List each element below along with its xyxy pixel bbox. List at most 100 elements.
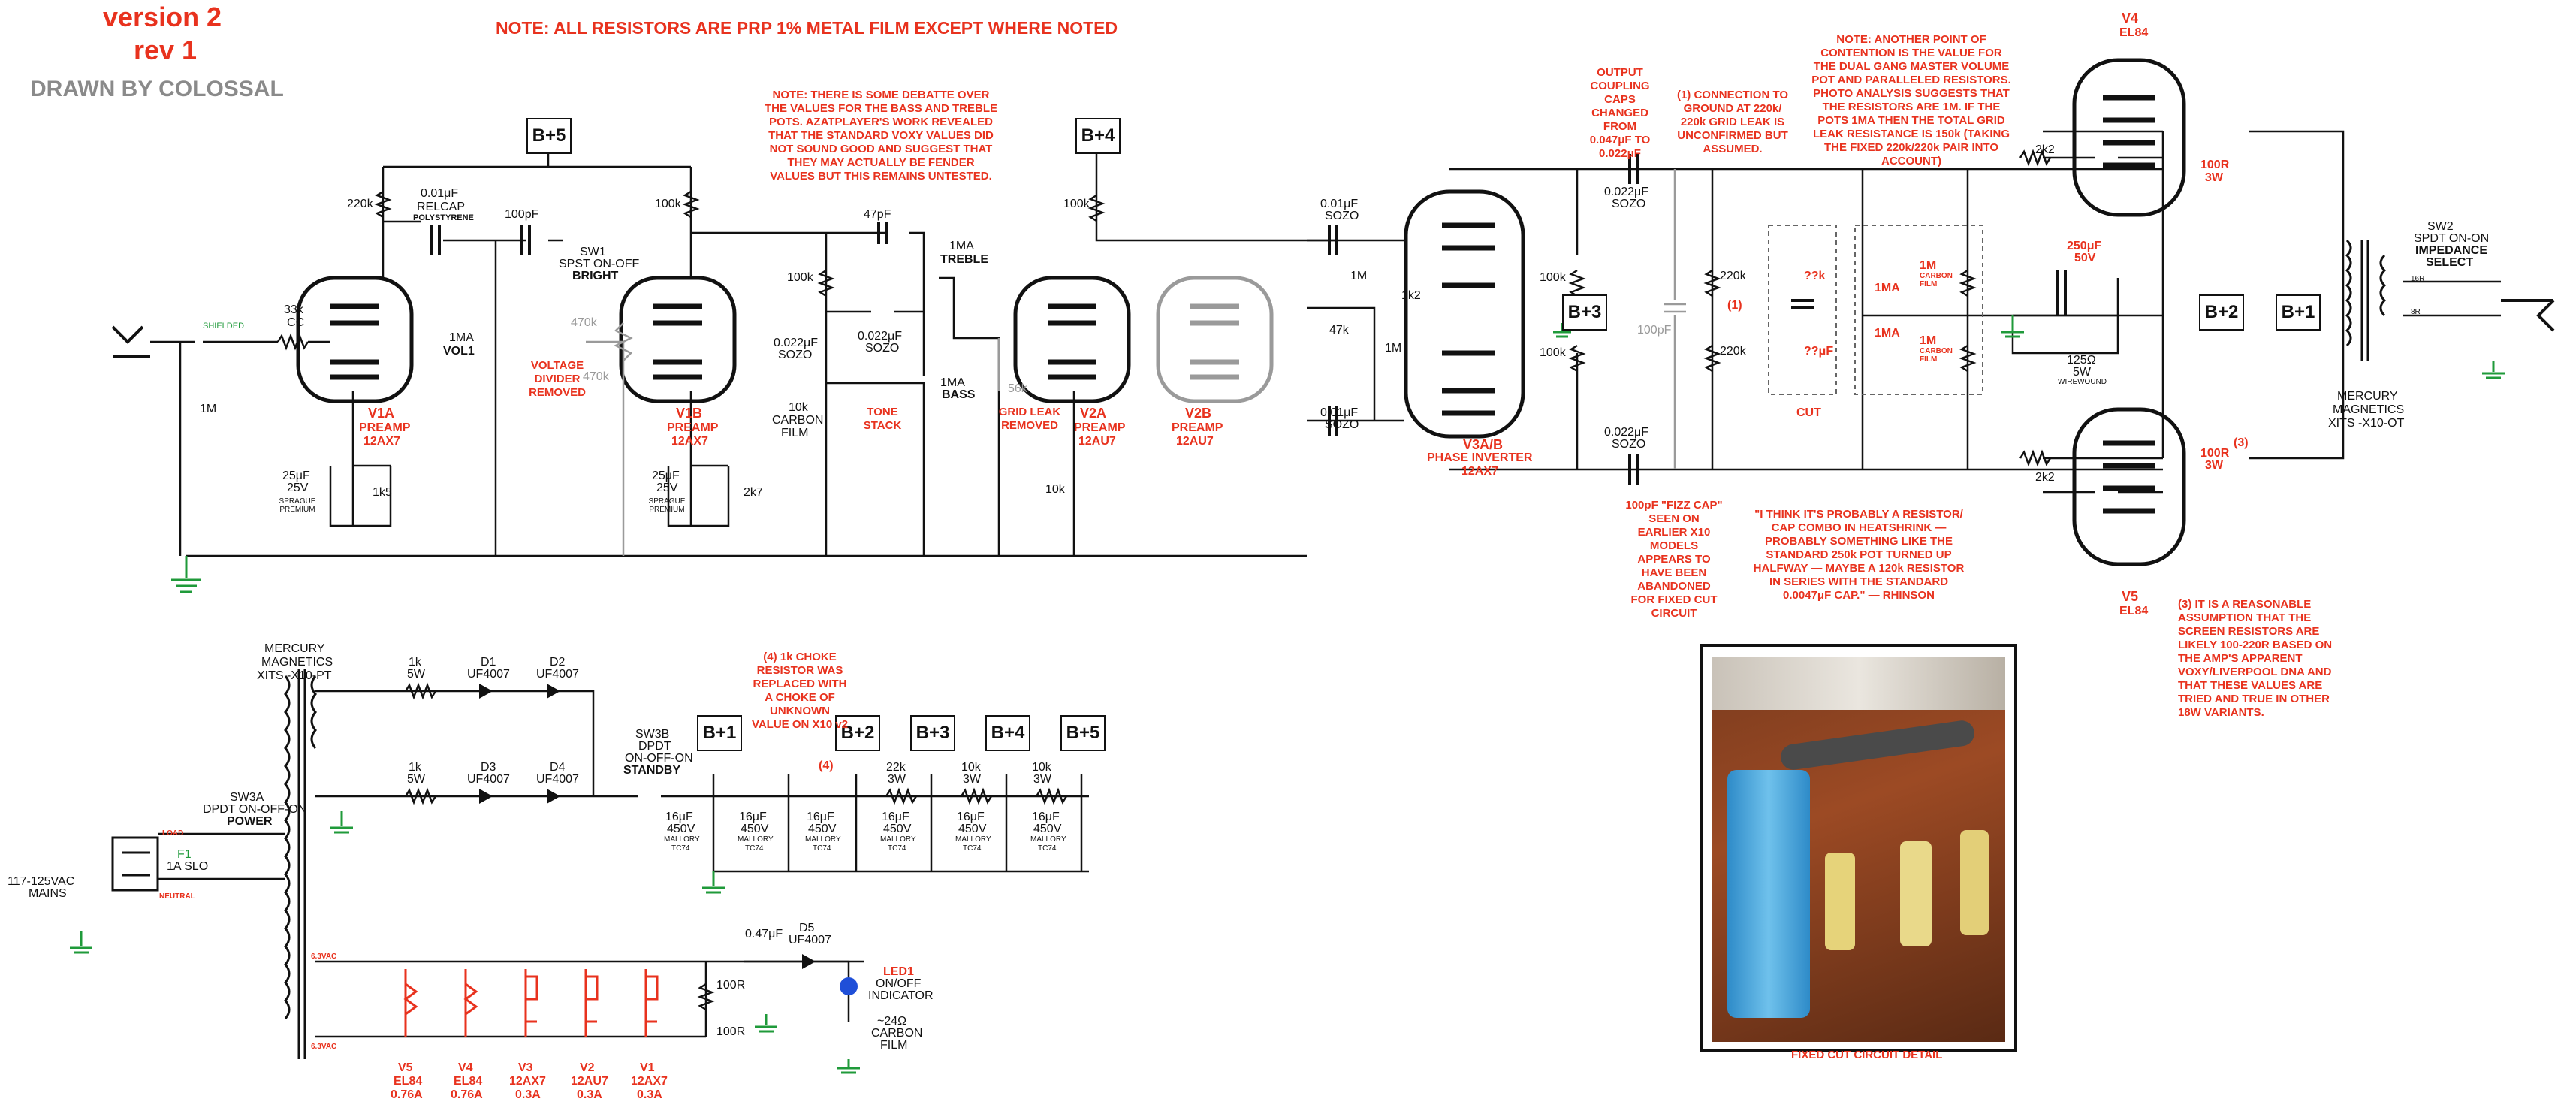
psu-b2-box: B+2 [835, 715, 880, 751]
r220k-gl-a: 220k [1720, 270, 1746, 282]
v2a-role: PREAMP [1074, 421, 1126, 434]
c25uf-v1b: 25μF [652, 469, 680, 482]
fc2-val: 16μF [739, 811, 767, 823]
psu-b4-box: B+4 [985, 715, 1030, 751]
r1m-cf-b: 1M [1920, 334, 1937, 347]
r100k-tone: 100k [787, 271, 813, 284]
bass-value: 1MA [940, 376, 965, 389]
photo-caption: FIXED CUT CIRCUIT DETAIL [1791, 1049, 1943, 1061]
r2k2-v4: 2k2 [2035, 143, 2055, 156]
c0022-out-b: 0.022μF [1604, 426, 1649, 439]
r100k-label: 100k [655, 198, 681, 210]
vol1-value: 1MA [449, 331, 474, 344]
fc1-volt: 450V [667, 823, 695, 835]
ot-label-3: XITS -X10-OT [2328, 417, 2405, 430]
f1-label: F1 [177, 848, 192, 861]
wire-mains [158, 832, 285, 880]
load-label: LOAD [162, 829, 184, 838]
v1b-envelope [619, 276, 737, 403]
w3-22k: 3W [888, 773, 906, 786]
carbon-film-a: CARBON FILM [1920, 272, 1953, 288]
c001-a: 0.01μF [1320, 198, 1359, 210]
rail-b2-box: B+2 [2199, 294, 2244, 331]
drawn-by-label: DRAWN BY COLOSSAL [30, 77, 284, 101]
output-caps-note: OUTPUT COUPLING CAPS CHANGED FROM 0.047μ… [1589, 66, 1651, 160]
c0022-out-a: 0.022μF [1604, 186, 1649, 198]
sprague-v1a: SPRAGUE PREMIUM [279, 497, 316, 514]
v4-type: EL84 [2119, 26, 2149, 39]
fc1-val: 16μF [665, 811, 693, 823]
psu-b3-box: B+3 [910, 715, 955, 751]
sw3b-onoffon: ON-OFF-ON [625, 752, 693, 765]
pt-label-1: MERCURY [264, 642, 325, 655]
sw1-type: SPST ON-OFF [559, 258, 640, 270]
v3-name: V3A/B [1463, 437, 1504, 452]
treble-value: 1MA [949, 240, 974, 252]
d3-label: D3 [481, 761, 496, 774]
fc3-volt: 450V [808, 823, 837, 835]
c001-b: 0.01μF [1320, 406, 1359, 419]
rail-b5-box: B+5 [526, 118, 572, 154]
fixed-cut-photo-frame [1700, 644, 2017, 1052]
v3-envelope [1404, 189, 1525, 439]
r100r-v4: 100R [2200, 158, 2230, 171]
wire-v1b-plate [689, 167, 804, 278]
cut-cap: ??μF [1804, 345, 1834, 358]
v4-envelope [2072, 58, 2186, 217]
wire-ot-primary [2161, 130, 2345, 460]
impedance-label: IMPEDANCE [2415, 244, 2488, 257]
c250-label: 250μF [2067, 240, 2102, 252]
heater-v5-name: V5 [398, 1061, 413, 1074]
fuse-rating: 1A SLO [167, 860, 209, 873]
heater-v-bot: 6.3VAC [311, 1043, 337, 1051]
heater-v5-type: EL84 [394, 1075, 423, 1088]
tap8-label: 8R [2411, 308, 2421, 316]
ot-label-2: MAGNETICS [2333, 403, 2405, 416]
r33k-label: 33k [284, 303, 303, 316]
pt-label-2: MAGNETICS [261, 656, 333, 669]
wire-psu-caps [712, 774, 1083, 871]
wire-v5 [2043, 457, 2163, 494]
r10k-psu-b: 10k [1032, 761, 1051, 774]
heater-v1-current: 0.3A [637, 1088, 662, 1101]
r1m-pi-b: 1M [1385, 342, 1402, 355]
fc5-val: 16μF [957, 811, 985, 823]
r10k-psu-a: 10k [961, 761, 981, 774]
rail-b1-box: B+1 [2276, 294, 2321, 331]
fc2-tc: TC74 [745, 844, 764, 853]
fc1-tc: TC74 [671, 844, 690, 853]
v2a-type: 12AU7 [1078, 435, 1116, 448]
version-label: version 2 [103, 2, 222, 32]
sozo-out-b: SOZO [1612, 438, 1646, 451]
wire-input [150, 340, 330, 556]
fizz-cap-note: 100pF "FIZZ CAP" SEEN ON EARLIER X10 MOD… [1625, 499, 1723, 620]
sozo-c001-a: SOZO [1325, 210, 1359, 222]
heater-v4-current: 0.76A [451, 1088, 483, 1101]
carbon-film-b: CARBON FILM [1920, 347, 1953, 364]
r56k-label: 56k [1008, 382, 1027, 395]
heater-v3-name: V3 [518, 1061, 533, 1074]
r100r-heater-a: 100R [716, 979, 746, 992]
fc6-volt: 450V [1033, 823, 1062, 835]
r125-label: 125Ω [2067, 354, 2096, 367]
heater-v1-name: V1 [640, 1061, 655, 1074]
r24-film: FILM [880, 1039, 908, 1052]
vol1-label: VOL1 [443, 345, 475, 358]
v5-type: EL84 [2119, 605, 2149, 617]
output-jack-symbol [2501, 299, 2555, 332]
r100k-pi-b: 100k [1540, 346, 1566, 359]
carbon-label: CARBON [772, 414, 824, 427]
fc5-tc: TC74 [963, 844, 982, 853]
led-indicator: INDICATOR [868, 989, 934, 1002]
v1b-name: V1B [676, 406, 703, 421]
fc3-brand: MALLORY [805, 835, 841, 844]
v1a-role: PREAMP [359, 421, 411, 434]
r100k-pi-a: 100k [1540, 271, 1566, 284]
sw3b-dpdt: DPDT [638, 740, 671, 753]
v1a-envelope [296, 276, 414, 403]
standby-label: STANDBY [623, 764, 681, 777]
v2b-envelope [1156, 276, 1274, 403]
shielded-label: SHIELDED [203, 322, 245, 331]
fc5-brand: MALLORY [955, 835, 991, 844]
rail-b4-box: B+4 [1075, 118, 1121, 154]
